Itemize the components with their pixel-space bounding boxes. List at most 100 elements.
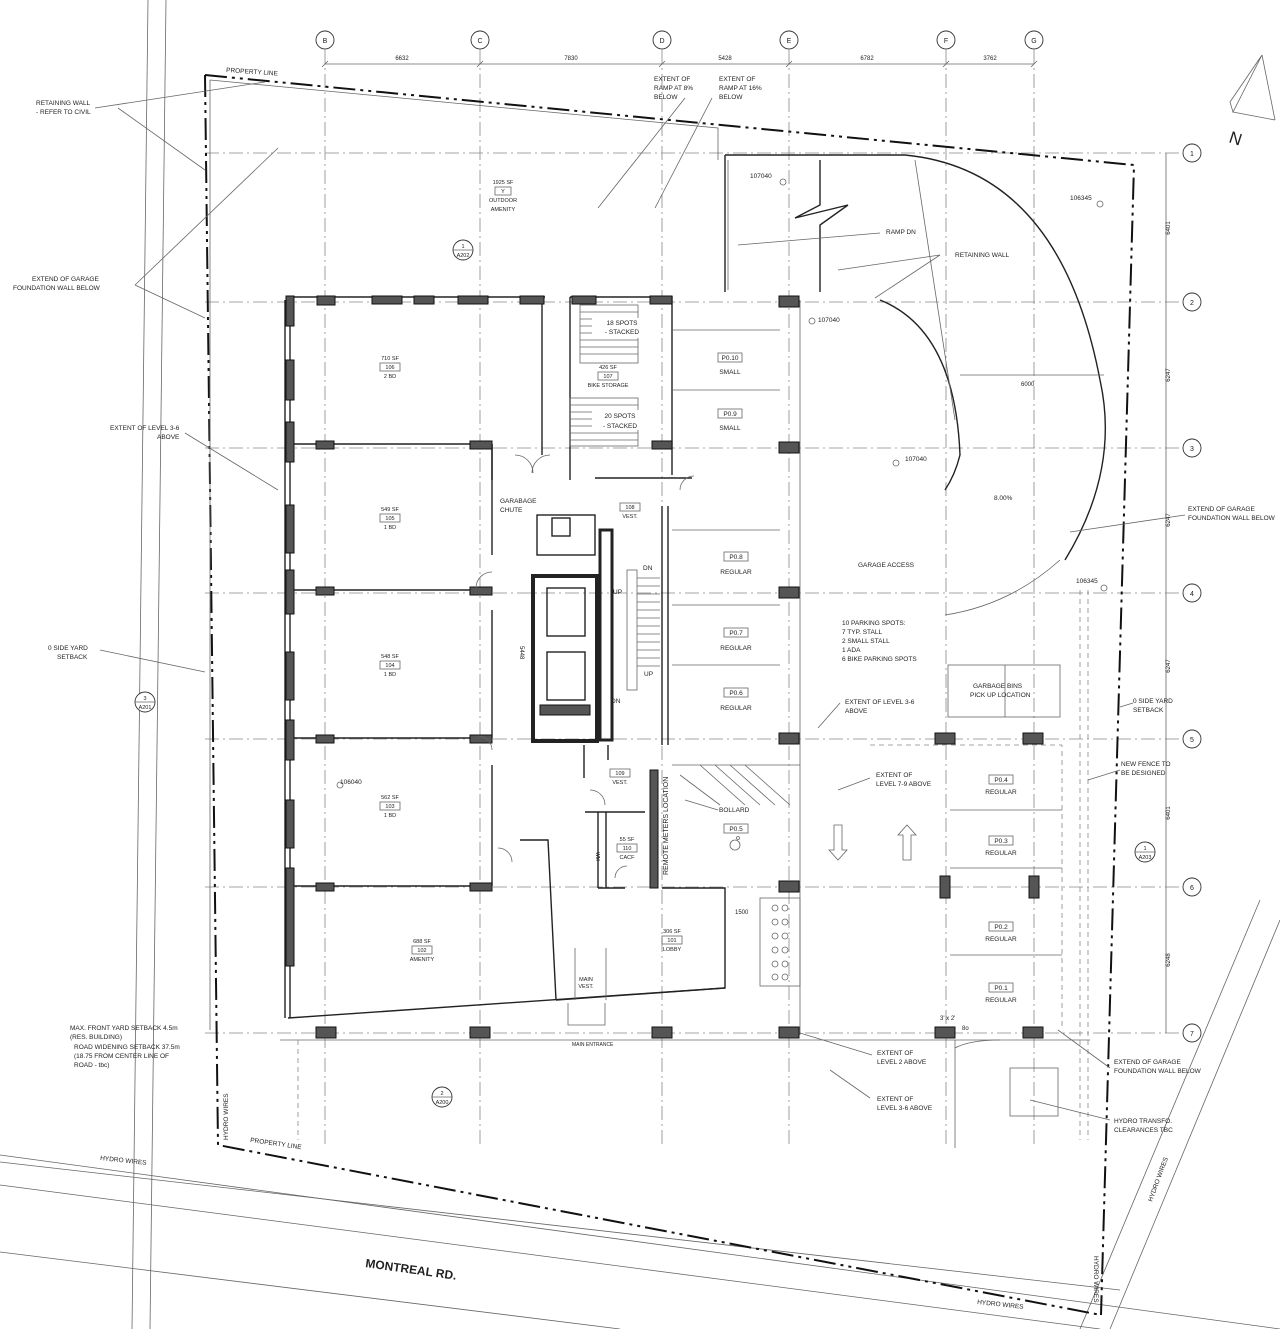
traffic-arrows (828, 824, 917, 861)
stall-p010-id: P0.10 (722, 355, 739, 362)
room-109-num: 109 (615, 771, 624, 777)
col-dim-fg: 3762 (983, 56, 997, 62)
note-level36-mid-1: EXTENT OF LEVEL 3-6 (845, 699, 915, 706)
note-retaining-wall: RETAINING WALL (955, 252, 1010, 259)
note-road-widening-2: (18.75 FROM CENTER LINE OF (74, 1053, 169, 1060)
street-name: MONTREAL RD. (365, 1256, 458, 1283)
row-dim-45: 6247 (1166, 659, 1172, 673)
stall-p02-type: REGULAR (985, 936, 1017, 943)
row-labels: 1 2 3 4 5 6 7 (1190, 151, 1194, 1038)
note-sideyard-right-1: 0 SIDE YARD (1133, 698, 1173, 705)
column-dims: 6632 7830 5428 6782 3762 (395, 56, 997, 62)
bike-parking-icons (759, 897, 801, 987)
note-garbage-chute-1: GARABAGE (500, 498, 537, 505)
stall-p05-id: P0.5 (729, 826, 743, 833)
elevation-107040-c: 107040 (905, 456, 927, 463)
note-new-fence-1: NEW FENCE TO (1121, 761, 1171, 768)
grid-lines (205, 50, 1182, 1145)
outdoor-amenity-num: Y (501, 189, 505, 195)
grid-col-b: B (323, 38, 328, 45)
room-105-area: 549 SF (381, 507, 399, 513)
grid-row-1: 1 (1190, 151, 1194, 158)
note-parking-summary-1: 10 PARKING SPOTS: (842, 620, 906, 627)
grid-row-2: 2 (1190, 300, 1194, 307)
section-2-sheet: A200 (436, 1100, 449, 1106)
note-sideyard-left-1: 0 SIDE YARD (48, 645, 88, 652)
column-dimension-line (321, 60, 1038, 68)
grid-col-c: C (477, 38, 482, 45)
room-106-area: 710 SF (381, 356, 399, 362)
note-front-setback-2: (RES. BUILDING) (70, 1034, 122, 1041)
elevation-107040-a: 107040 (750, 173, 772, 180)
note-dim-3x2: 3' x 2' (940, 1016, 955, 1022)
grid-row-6: 6 (1190, 885, 1194, 892)
note-level2-1: EXTENT OF (877, 1050, 913, 1057)
main-vest-1: MAIN (579, 977, 593, 983)
room-103-name: 1 BD (384, 813, 396, 819)
note-garage-right-2: FOUNDATION WALL BELOW (1188, 515, 1276, 522)
room-105-num: 105 (385, 516, 394, 522)
note-level79-2: LEVEL 7-9 ABOVE (876, 781, 932, 788)
room-108-name: VEST. (622, 514, 638, 520)
col-dim-de: 5428 (718, 56, 732, 62)
hydro-wires-lower-right: HYDRO WIRES (977, 1299, 1025, 1311)
note-ramp8-2: RAMP AT 8% (654, 85, 693, 92)
section-3-sheet: A201 (139, 705, 152, 711)
note-stair-up-2: UP (644, 671, 653, 678)
elevation-106345-a: 106345 (1070, 195, 1092, 202)
grid-col-f: F (944, 38, 948, 45)
room-102-area: 688 SF (413, 939, 431, 945)
room-106-num: 106 (385, 365, 394, 371)
note-sideyard-right-2: SETBACK (1133, 707, 1164, 714)
elevation-106040: 106040 (340, 779, 362, 786)
col-dim-ef: 6782 (860, 56, 874, 62)
room-104-num: 104 (385, 663, 394, 669)
doors (475, 454, 695, 1026)
main-vest-2: VEST. (578, 984, 594, 990)
section-2-num: 2 (440, 1091, 443, 1097)
note-parking-summary-3: 2 SMALL STALL (842, 638, 890, 645)
note-garage-left-1: EXTEND OF GARAGE (32, 276, 99, 283)
note-level36-mid-2: ABOVE (845, 708, 868, 715)
note-ramp16-1: EXTENT OF (719, 76, 755, 83)
stall-p04-id: P0.4 (994, 777, 1008, 784)
note-stair-up-1: UP (613, 589, 622, 596)
hydro-wires-bottom: HYDRO WIRES (100, 1155, 148, 1167)
note-garbage-chute-2: CHUTE (500, 507, 523, 514)
spots-18-line2: - STACKED (605, 329, 639, 336)
section-3-num: 3 (143, 696, 146, 702)
site-outline (209, 79, 1090, 1148)
room-110-num: 110 (623, 846, 632, 852)
structural-columns (285, 295, 1044, 1039)
note-level36-left-2: ABOVE (157, 434, 180, 441)
note-main-entrance: MAIN ENTRANCE (572, 1042, 614, 1048)
grid-col-e: E (787, 38, 792, 45)
note-level2-2: LEVEL 2 ABOVE (877, 1059, 927, 1066)
note-retaining-civil-2: - REFER TO CIVIL (36, 109, 91, 116)
note-new-fence-2: BE DESIGNED (1121, 770, 1166, 777)
note-ramp8-1: EXTENT OF (654, 76, 690, 83)
row-dim-12: 6401 (1166, 221, 1172, 235)
garage-ramp-outline (724, 154, 1107, 616)
section-1-num: 1 (461, 244, 464, 250)
col-dim-cd: 7830 (564, 56, 578, 62)
note-garage-left-2: FOUNDATION WALL BELOW (13, 285, 101, 292)
room-108-num: 108 (625, 505, 634, 511)
stall-p02-id: P0.2 (994, 924, 1008, 931)
grid-row-4: 4 (1190, 591, 1194, 598)
room-101-area: 306 SF (663, 929, 681, 935)
bike-storage-notes: 18 SPOTS - STACKED 20 SPOTS - STACKED (592, 318, 642, 430)
parking-labels: P0.10 SMALL P0.9 SMALL P0.8 REGULAR P0.7… (717, 352, 1017, 1004)
stall-p06-type: REGULAR (720, 705, 752, 712)
note-ramp16-3: BELOW (719, 94, 743, 101)
note-level36-left-1: EXTENT OF LEVEL 3-6 (110, 425, 180, 432)
note-road-widening-3: ROAD - tbc) (74, 1062, 109, 1069)
note-dim-6000: 6000 (1021, 382, 1035, 388)
room-103-num: 103 (385, 804, 394, 810)
row-dims: 6401 6247 6247 6247 6401 6248 (1166, 221, 1172, 967)
grid-row-3: 3 (1190, 446, 1194, 453)
section-1b-sheet: A203 (1139, 855, 1152, 861)
hydro-wires-left: HYDRO WIRES (223, 1093, 230, 1140)
note-garage-bottom-2: FOUNDATION WALL BELOW (1114, 1068, 1202, 1075)
